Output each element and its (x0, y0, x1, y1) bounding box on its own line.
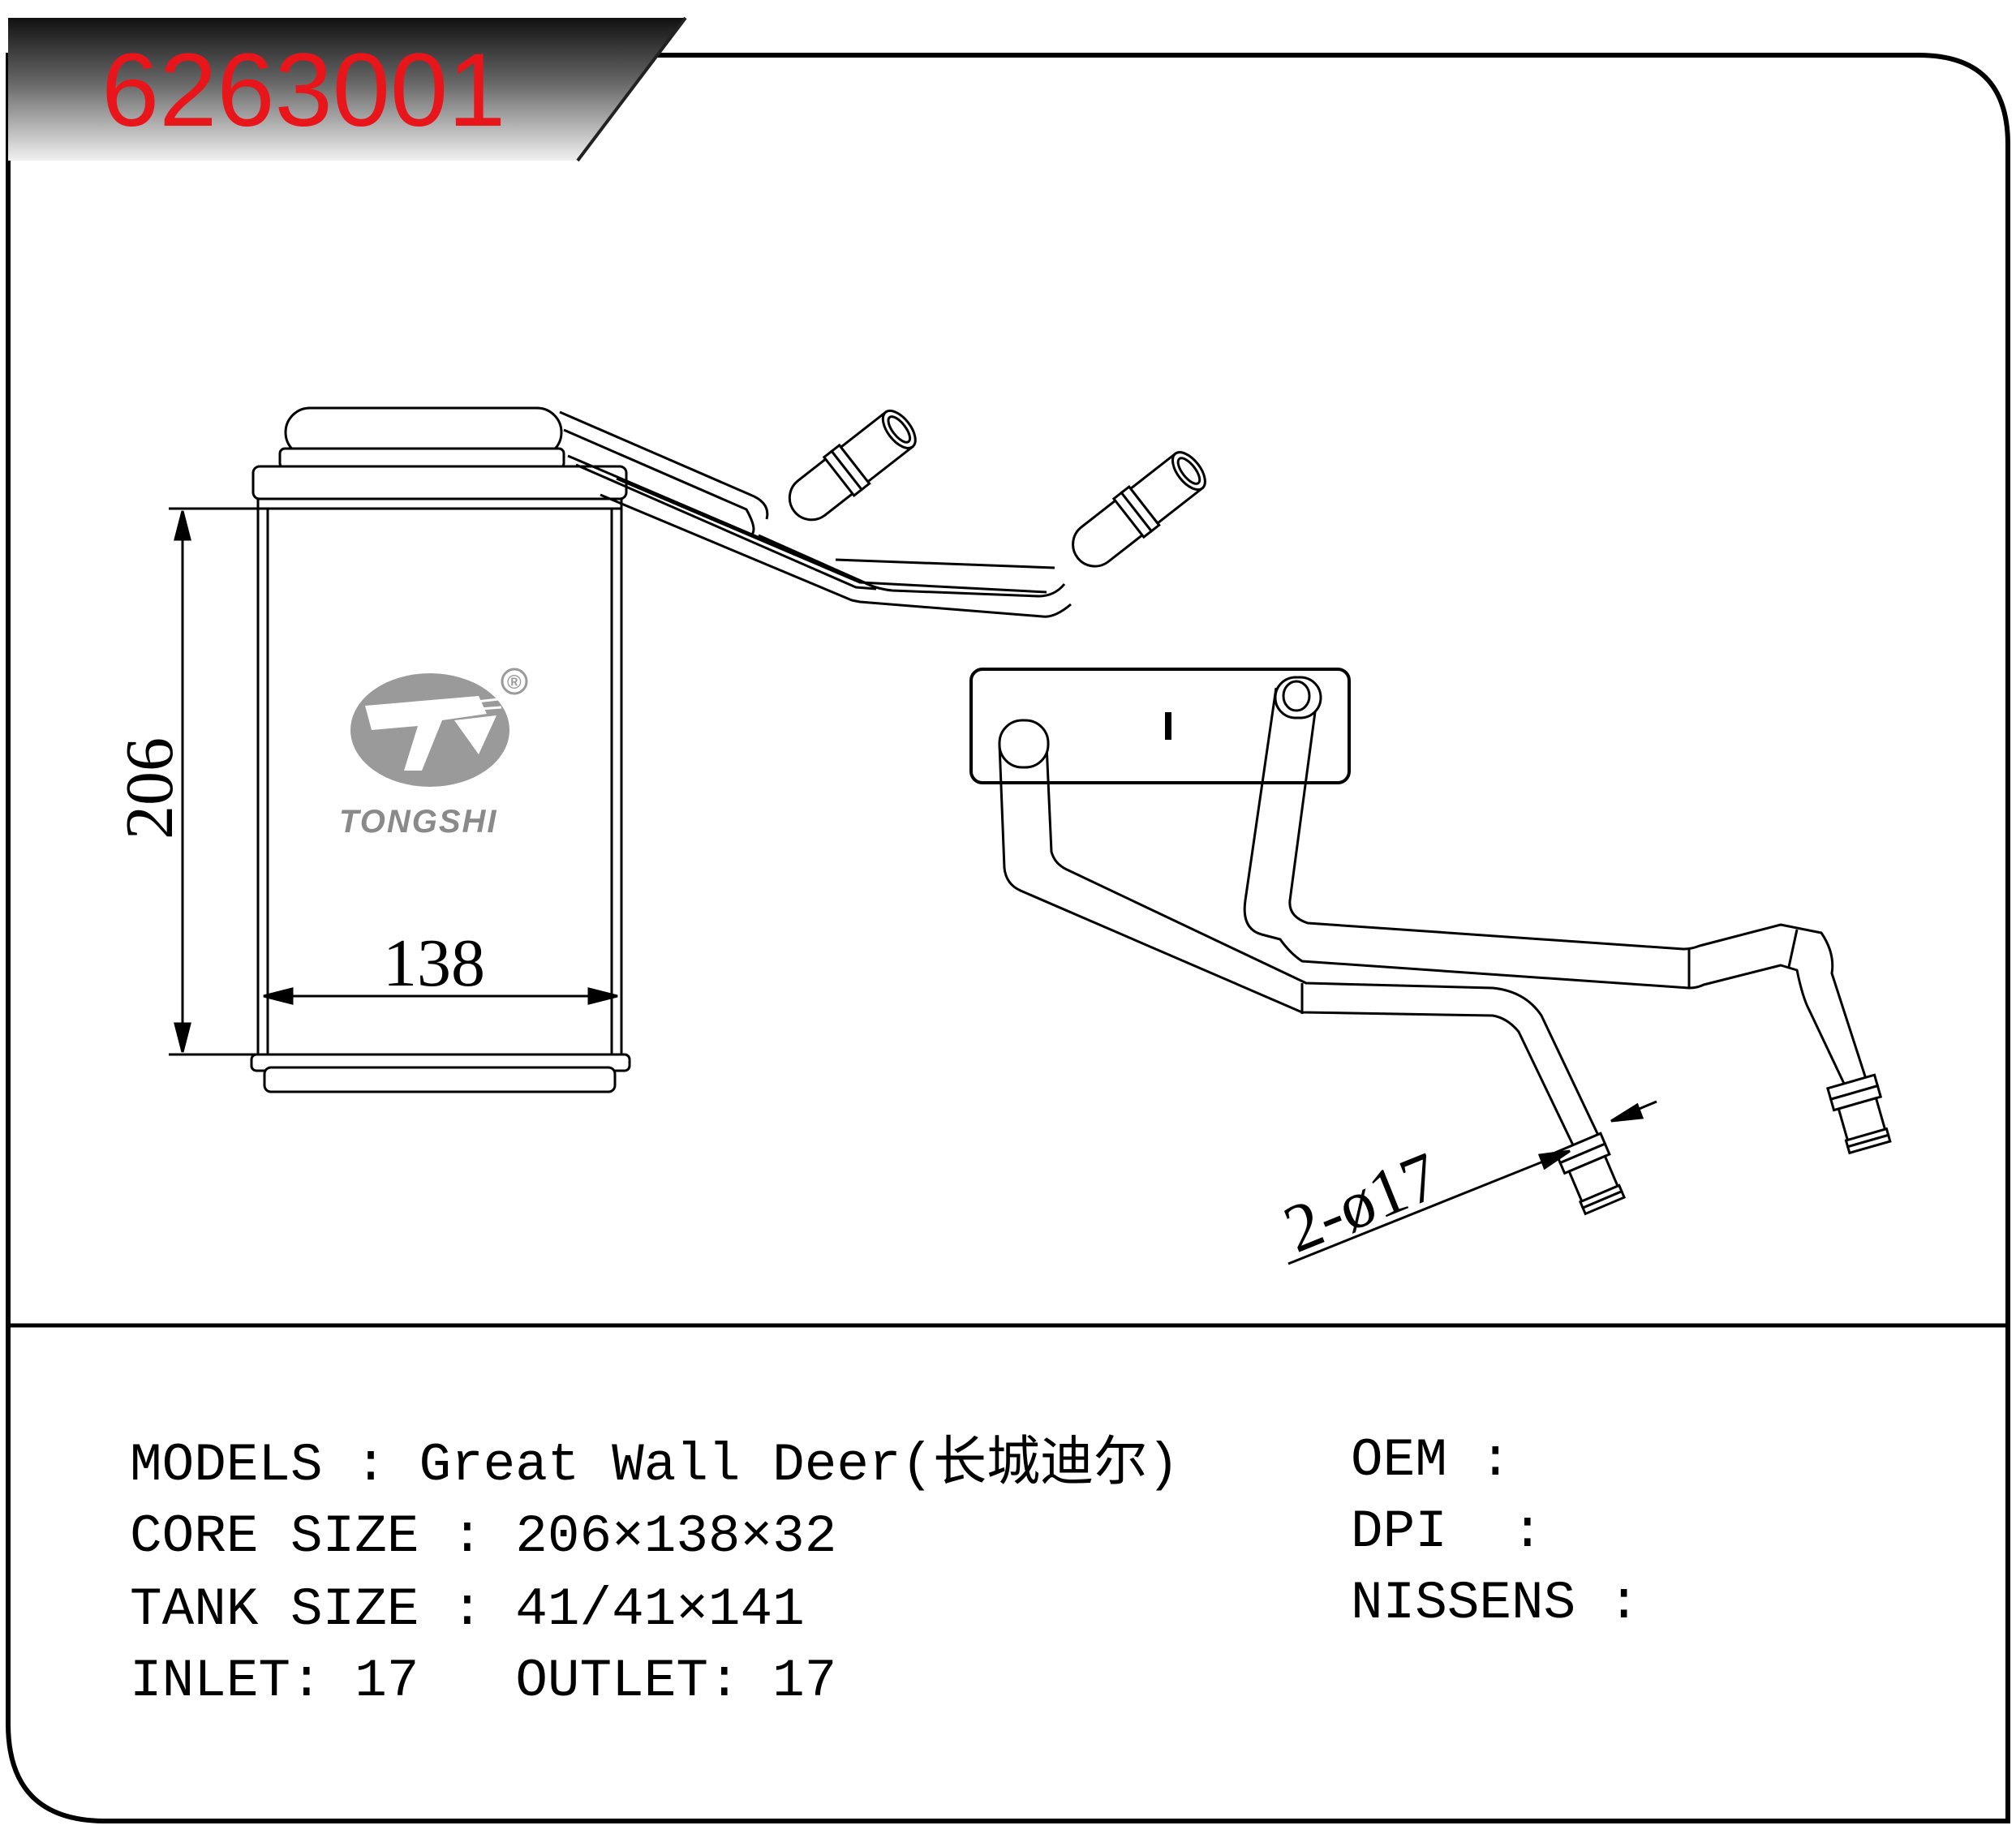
core-size-row: CORE SIZE : 206×138×32 (130, 1510, 836, 1564)
core-size-separator: : (451, 1506, 484, 1567)
outlet-label: OUTLET (515, 1651, 708, 1712)
nissens-label: NISSENS (1351, 1573, 1576, 1634)
part-number-banner: 6263001 (8, 16, 687, 162)
tank-size-value: 41/41×141 (515, 1579, 805, 1640)
sheet-frame (6, 53, 2010, 1823)
part-number: 6263001 (101, 32, 505, 148)
core-size-value: 206×138×32 (515, 1506, 837, 1567)
front-view-connectors (788, 409, 1206, 568)
inlet-separator: : (290, 1651, 323, 1712)
dpi-label: DPI (1351, 1501, 1447, 1562)
width-dimension (263, 987, 618, 1005)
core-size-label: CORE SIZE (130, 1506, 419, 1567)
side-view-pipes (998, 687, 1868, 1151)
registered-mark: ® (507, 672, 522, 694)
outlet-value: 17 (772, 1651, 837, 1712)
inlet-value: 17 (355, 1651, 419, 1712)
width-label: 138 (383, 926, 485, 1001)
pipe-diameter-label: 2-ø17 (1274, 1138, 1450, 1268)
oem-row: OEM : (1351, 1434, 1544, 1488)
outlet-separator: : (707, 1651, 741, 1712)
tank-size-label: TANK SIZE (130, 1579, 419, 1640)
inlet-label: INLET (130, 1651, 291, 1712)
inlet-outlet-row: INLET: 17 OUTLET: 17 (130, 1655, 836, 1708)
heater-core-side-view (969, 668, 1351, 784)
pipe-diameter-dimension (1287, 1100, 1657, 1265)
heater-core-front-view (250, 406, 631, 1093)
oem-separator: : (1479, 1430, 1512, 1491)
logo-text: TONGSHI (339, 804, 498, 840)
height-dimension (169, 507, 258, 1056)
dpi-separator: : (1511, 1501, 1544, 1562)
front-view-pipes (559, 410, 1072, 618)
models-label: MODELS (130, 1435, 323, 1496)
height-label: 206 (112, 737, 187, 840)
tank-size-separator: : (451, 1579, 484, 1640)
nissens-row: NISSENS : (1351, 1577, 1672, 1630)
models-separator: : (355, 1435, 387, 1496)
dpi-row: DPI : (1351, 1505, 1575, 1559)
nissens-separator: : (1607, 1573, 1640, 1634)
models-row: MODELS : Great Wall Deer(长城迪尔) (130, 1439, 1180, 1493)
tank-size-row: TANK SIZE : 41/41×141 (130, 1583, 805, 1637)
tongshi-logo: ® TONGSHI (339, 668, 528, 840)
oem-label: OEM (1351, 1430, 1447, 1491)
side-view-pipe-ends (998, 676, 1892, 1216)
models-value: Great Wall Deer(长城迪尔) (419, 1435, 1180, 1496)
